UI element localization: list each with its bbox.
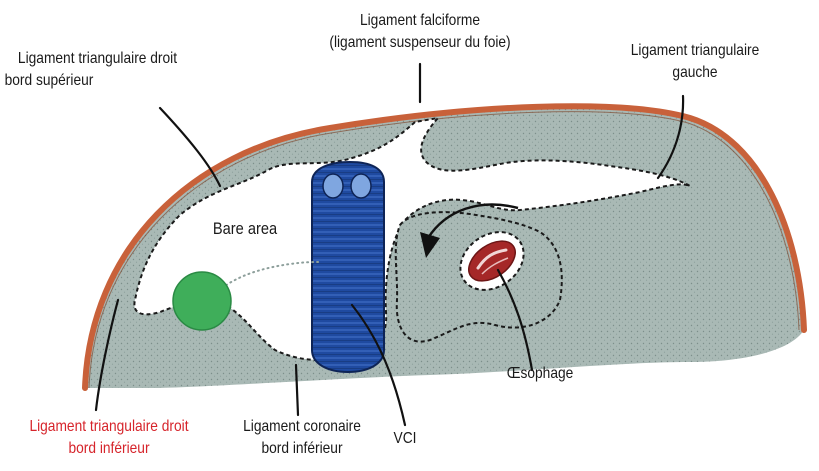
label-coronary-inferior: Ligament coronaire bord inférieur	[225, 416, 380, 460]
ivc-vessel	[312, 162, 384, 372]
label-bare-area: Bare area	[198, 218, 293, 240]
label-ivc: VCI	[384, 428, 427, 450]
label-triangular-right-inferior: Ligament triangulaire droit bord inférie…	[10, 416, 208, 460]
green-marker	[173, 272, 231, 330]
label-esophagus: Œsophage	[497, 363, 583, 385]
label-triangular-right-superior: Ligament triangulaire droit bord supérie…	[0, 48, 199, 92]
label-triangular-left: Ligament triangulaire gauche	[622, 40, 768, 84]
label-falciform: Ligament falciforme (ligament suspenseur…	[317, 10, 523, 54]
